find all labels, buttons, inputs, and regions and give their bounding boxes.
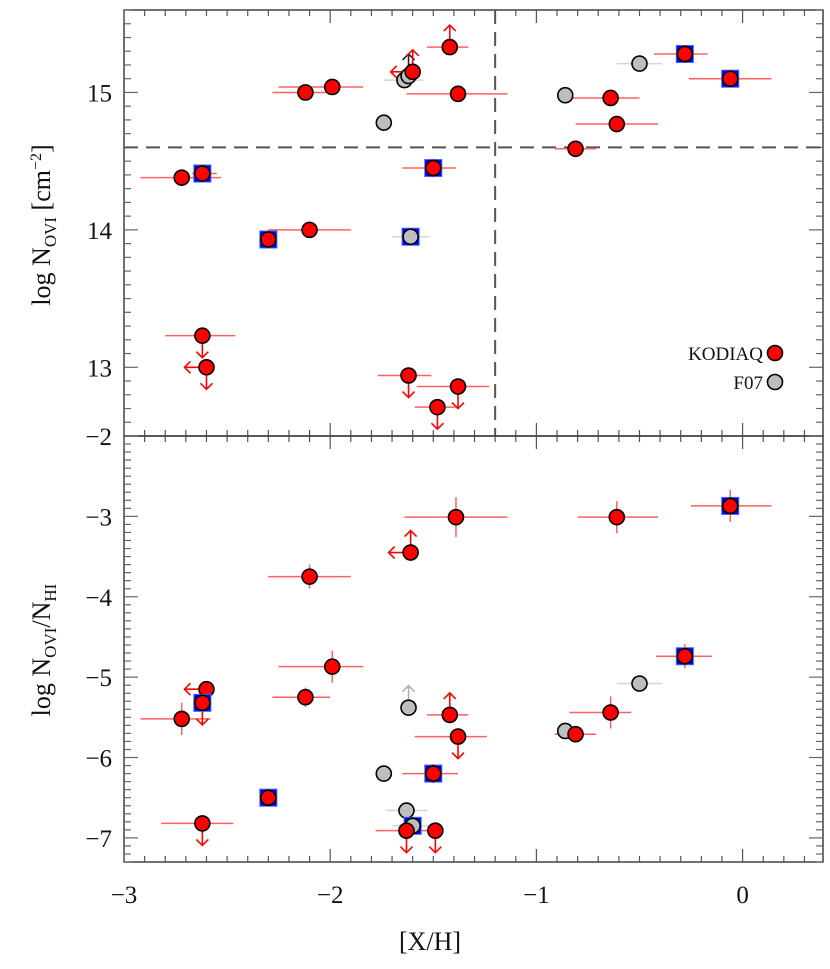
y-tick-label: −2 — [85, 424, 112, 451]
data-point-kodiaq — [323, 658, 341, 675]
errorbars-layer — [140, 23, 772, 431]
data-point-f07 — [402, 228, 419, 246]
data-point-kodiaq — [602, 89, 619, 107]
y-tick-label: 14 — [87, 218, 113, 245]
data-point-kodiaq — [424, 765, 442, 782]
limit-arrowhead-down — [451, 752, 465, 760]
data-point-kodiaq — [173, 169, 191, 186]
data-point-kodiaq — [676, 45, 694, 63]
data-point-kodiaq — [194, 815, 211, 832]
bottom-panel-ylabel: log NOVI/NHI — [27, 583, 60, 716]
data-point-kodiaq — [402, 544, 419, 561]
limit-arrowhead-up — [443, 23, 457, 32]
data-point-kodiaq — [441, 706, 459, 724]
data-point-f07 — [398, 802, 415, 819]
limit-arrowhead-up — [406, 48, 420, 57]
x-tick-label: −3 — [111, 882, 138, 909]
data-point-f07 — [375, 765, 393, 782]
y-tick-label: 15 — [87, 80, 112, 107]
x-axis-label: [X/H] — [399, 927, 461, 956]
points-layer — [173, 496, 740, 839]
data-point-kodiaq — [297, 84, 314, 101]
data-point-f07 — [400, 699, 417, 716]
y-tick-label: 13 — [87, 355, 112, 382]
bottom-panel: −2 −3 −4 −5 −6 −7 −3 −2 −1 0 — [85, 424, 824, 909]
limit-arrowhead-left — [183, 682, 192, 696]
legend: KODIAQ F07 — [688, 344, 784, 394]
limit-arrowhead-down — [195, 718, 209, 726]
limit-arrowhead-down — [430, 422, 444, 431]
data-point-kodiaq — [427, 822, 444, 839]
legend-label-kodiaq: KODIAQ — [688, 344, 763, 365]
data-point-kodiaq — [260, 231, 277, 248]
data-point-kodiaq — [449, 85, 467, 103]
top-panel: 13 14 15 — [87, 9, 824, 437]
data-point-f07 — [631, 675, 648, 692]
data-point-kodiaq — [602, 704, 619, 721]
y-tick-label: −3 — [85, 504, 112, 531]
y-tick-label: −5 — [85, 665, 112, 692]
limit-arrowhead-left — [387, 545, 396, 560]
data-point-kodiaq — [194, 694, 211, 712]
top-panel-ylabel: log NOVI [cm−2] — [27, 144, 60, 305]
data-point-kodiaq — [323, 78, 341, 96]
data-point-kodiaq — [404, 63, 421, 81]
data-point-kodiaq — [449, 728, 467, 745]
plot-frame — [123, 435, 824, 863]
plot-frame — [123, 9, 824, 437]
limit-arrowhead-up — [443, 691, 457, 700]
x-tick-label: −2 — [317, 882, 344, 909]
data-point-kodiaq — [429, 398, 446, 416]
legend-marker-f07 — [766, 373, 784, 391]
limit-arrowhead-up — [404, 529, 418, 538]
data-point-kodiaq — [194, 165, 211, 182]
data-point-kodiaq — [173, 710, 191, 728]
data-point-f07 — [631, 55, 648, 72]
x-tick-label: 0 — [736, 882, 749, 909]
data-point-kodiaq — [198, 358, 215, 376]
data-point-f07 — [556, 86, 574, 104]
data-point-kodiaq — [301, 568, 318, 585]
limit-arrowhead-down — [399, 846, 414, 854]
limit-arrowhead-down — [195, 351, 209, 359]
data-point-kodiaq — [398, 822, 415, 839]
limit-arrowhead-up — [401, 684, 416, 693]
data-point-kodiaq — [194, 327, 211, 344]
data-point-kodiaq — [297, 688, 314, 706]
errorbars-layer — [140, 489, 772, 854]
data-point-kodiaq — [721, 70, 739, 88]
legend-label-f07: F07 — [733, 373, 763, 394]
limit-arrowhead-down — [199, 382, 214, 391]
y-tick-label: −7 — [85, 826, 112, 853]
data-point-kodiaq — [441, 38, 459, 56]
legend-marker-kodiaq — [766, 344, 784, 362]
data-point-kodiaq — [260, 789, 277, 806]
data-point-kodiaq — [424, 159, 442, 177]
data-point-kodiaq — [676, 647, 694, 665]
data-point-kodiaq — [608, 115, 626, 133]
data-point-kodiaq — [400, 367, 417, 384]
data-point-kodiaq — [567, 140, 584, 158]
data-point-kodiaq — [447, 508, 465, 526]
data-point-kodiaq — [721, 497, 739, 515]
points-layer — [173, 38, 740, 416]
limit-arrowhead-left — [183, 360, 192, 374]
y-tick-label: −4 — [85, 585, 112, 612]
limit-arrowhead-down — [428, 846, 442, 854]
x-tick-label: −1 — [523, 882, 550, 909]
data-point-kodiaq — [567, 725, 584, 743]
data-point-f07 — [375, 114, 393, 131]
data-point-kodiaq — [608, 508, 626, 526]
y-tick-label: −6 — [85, 746, 112, 773]
limit-arrowhead-left — [389, 65, 398, 79]
limit-arrowhead-down — [451, 401, 465, 410]
data-point-kodiaq — [301, 221, 318, 239]
limit-arrowhead-down — [401, 390, 416, 399]
limit-arrowhead-down — [195, 838, 209, 847]
data-point-kodiaq — [449, 378, 467, 395]
